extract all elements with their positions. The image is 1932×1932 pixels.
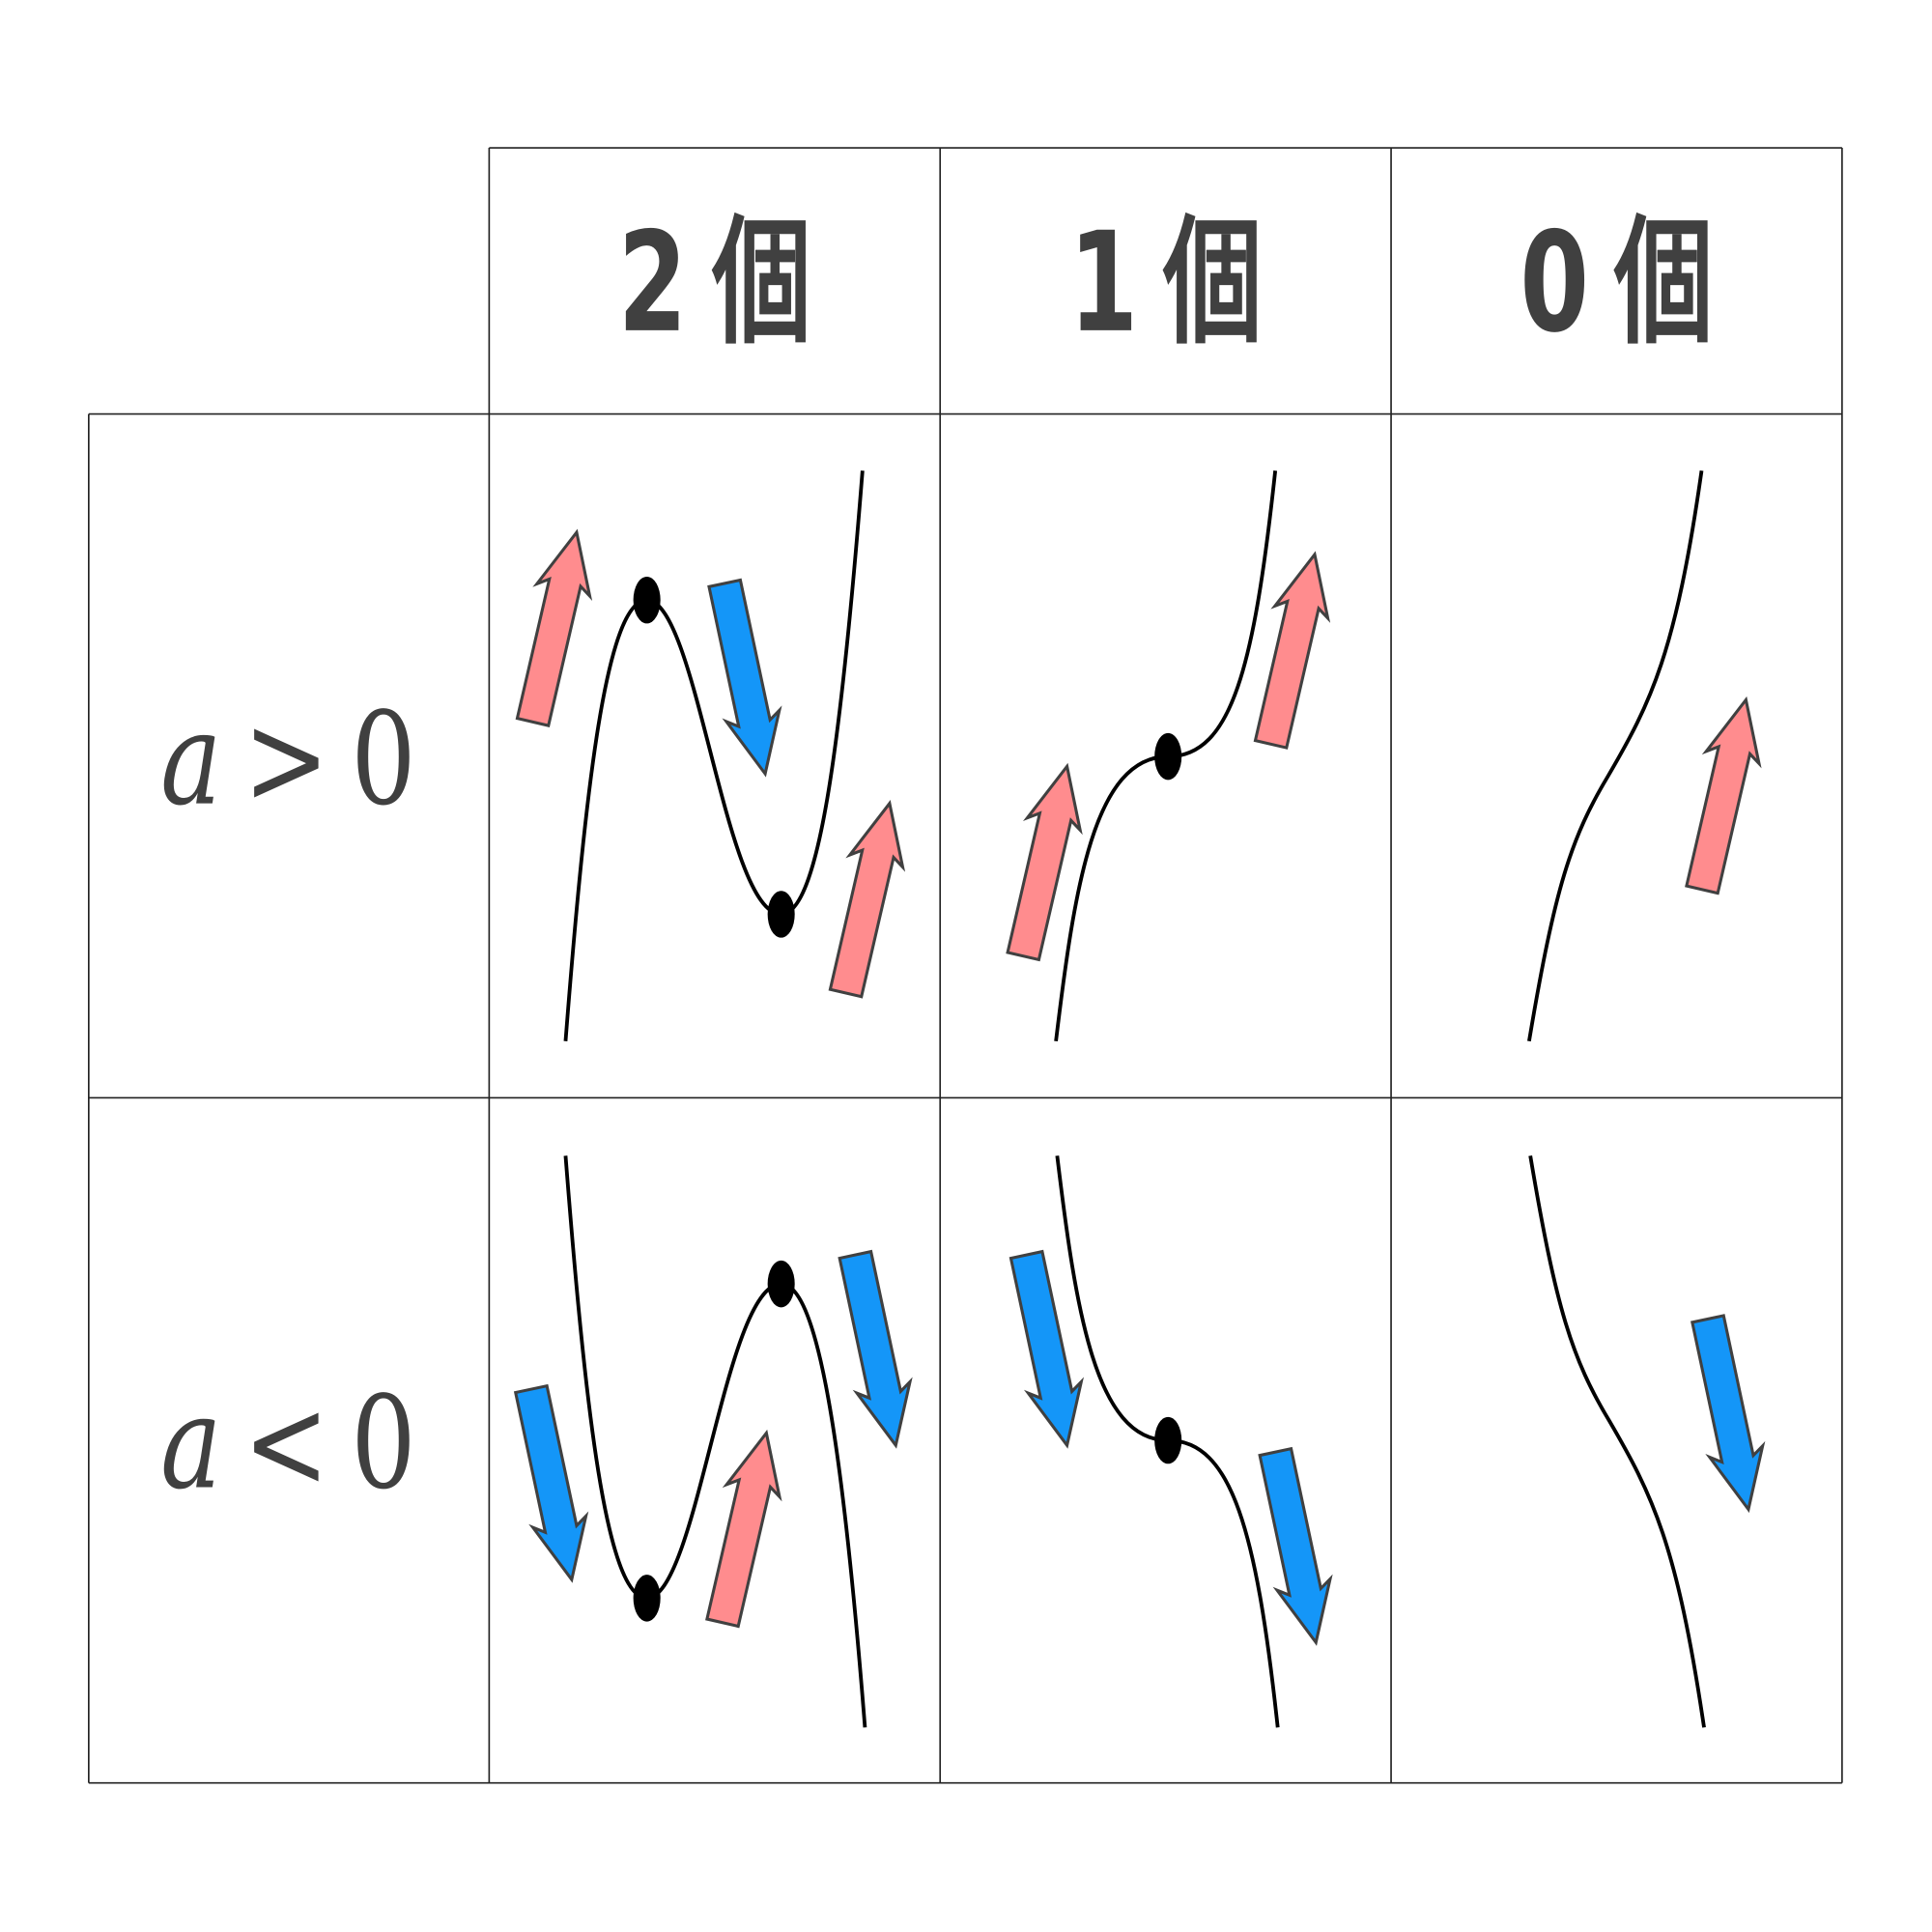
cell-a-positive-one-point [995, 470, 1343, 1042]
svg-text:1個: 1個 [1069, 203, 1263, 363]
increasing-arrow-icon [995, 758, 1095, 964]
cell-a-positive-zero-extrema [1527, 469, 1775, 1042]
svg-text:a<0: a<0 [160, 1370, 416, 1518]
increasing-arrow-icon [695, 1425, 795, 1631]
decreasing-arrow-icon [998, 1247, 1095, 1453]
local-min-point [767, 891, 795, 938]
row-header-a-negative: a<0 [160, 1370, 416, 1518]
header-unit: 個 [1613, 203, 1714, 363]
row-variable: a [160, 686, 221, 834]
cell-a-negative-two-extrema [502, 1155, 924, 1728]
svg-text:0個: 0個 [1520, 203, 1713, 363]
cell-a-positive-two-extrema [504, 470, 918, 1041]
decreasing-arrow-icon [502, 1381, 600, 1587]
header-count: 2 [618, 203, 688, 363]
local-max-point [633, 576, 661, 624]
table-grid [88, 147, 1843, 1784]
cubic-curve [563, 1155, 867, 1728]
decreasing-arrow-icon [696, 576, 794, 781]
row-relation: < [243, 1370, 329, 1518]
increasing-arrow-icon [1674, 692, 1775, 897]
row-header-a-positive: a>0 [160, 686, 416, 834]
header-unit: 個 [711, 203, 811, 363]
decreasing-arrow-icon [1680, 1312, 1776, 1517]
local-max-point [767, 1260, 795, 1308]
header-count: 1 [1069, 203, 1139, 363]
row-relation: > [243, 686, 329, 834]
row-value: 0 [351, 686, 416, 834]
inflection-point [1154, 1416, 1182, 1464]
inflection-point [1154, 732, 1182, 781]
cubic-curve [563, 470, 865, 1041]
increasing-arrow-icon [1242, 547, 1343, 753]
increasing-arrow-icon [817, 795, 918, 1001]
local-min-point [633, 1575, 661, 1622]
svg-text:2個: 2個 [618, 203, 811, 363]
cell-a-negative-zero-extrema [1528, 1155, 1776, 1728]
header-unit: 個 [1162, 203, 1263, 363]
row-variable: a [160, 1370, 221, 1518]
increasing-arrow-icon [504, 525, 605, 730]
svg-text:a>0: a>0 [160, 686, 416, 834]
cubic-curve [1527, 469, 1704, 1042]
header-count: 0 [1520, 203, 1589, 363]
cell-a-negative-one-point [998, 1155, 1345, 1728]
cubic-curve [1528, 1155, 1706, 1728]
decreasing-arrow-icon [827, 1247, 924, 1453]
row-value: 0 [351, 1370, 416, 1518]
